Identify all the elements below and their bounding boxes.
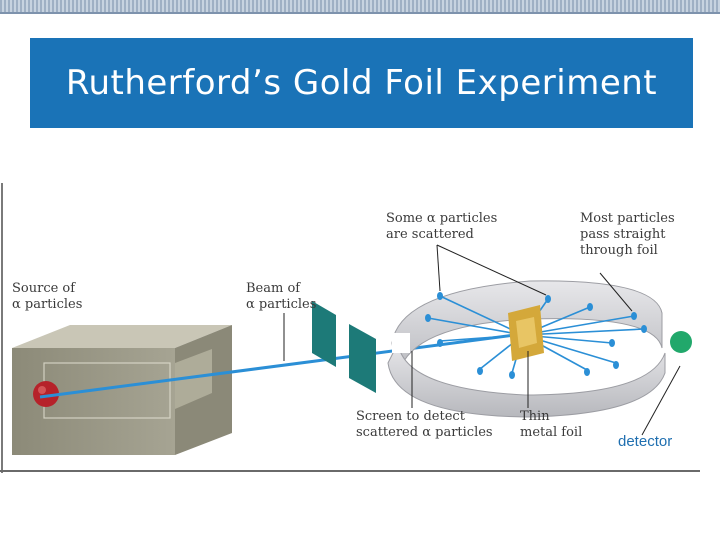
- most-particles-label-line-3: through foil: [580, 243, 658, 258]
- scattered-label: Some α particles are scattered: [386, 211, 497, 243]
- top-stripe: [0, 0, 720, 12]
- beam-label: Beam of α particles: [246, 281, 316, 313]
- fluorescent-screen-ring-front: [387, 341, 666, 418]
- screen-label: Screen to detect scattered α particles: [356, 409, 493, 441]
- most-particles-label: Most particles pass straight through foi…: [580, 211, 675, 259]
- most-particles-label-line-2: pass straight: [580, 227, 666, 242]
- source-box: [12, 325, 232, 455]
- detector-label: detector: [618, 433, 673, 450]
- impact-dots: [425, 292, 647, 379]
- foil-label-line-2: metal foil: [520, 425, 583, 440]
- title-banner: Rutherford’s Gold Foil Experiment: [30, 38, 693, 128]
- most-particles-label-line-1: Most particles: [580, 211, 675, 226]
- screen-label-line-1: Screen to detect: [356, 409, 465, 424]
- foil-label-line-1: Thin: [520, 409, 550, 424]
- source-highlight: [38, 386, 46, 394]
- source-label: Source of α particles: [12, 281, 82, 313]
- collimator-plate-2: [349, 324, 376, 393]
- slide-title: Rutherford’s Gold Foil Experiment: [65, 63, 658, 103]
- beam-label-line-1: Beam of: [246, 281, 301, 296]
- source-label-line-2: α particles: [12, 297, 83, 312]
- detector-marker: [670, 331, 692, 353]
- alpha-beam: [39, 333, 516, 399]
- leader-lines: [283, 244, 681, 436]
- gold-foil-highlight: [516, 317, 537, 348]
- top-rule: [0, 12, 720, 14]
- ring-slit: [392, 333, 410, 353]
- experiment-figure: Source of α particles Beam of α particle…: [0, 183, 720, 473]
- source-label-line-1: Source of: [12, 281, 76, 296]
- screen-label-line-2: scattered α particles: [356, 425, 493, 440]
- beam-label-line-2: α particles: [246, 297, 317, 312]
- scattered-label-line-1: Some α particles: [386, 211, 498, 226]
- collimator-plate-1: [312, 301, 336, 367]
- foil-label: Thin metal foil: [520, 409, 582, 441]
- scattered-label-line-2: are scattered: [386, 227, 474, 242]
- experiment-diagram: [0, 183, 700, 473]
